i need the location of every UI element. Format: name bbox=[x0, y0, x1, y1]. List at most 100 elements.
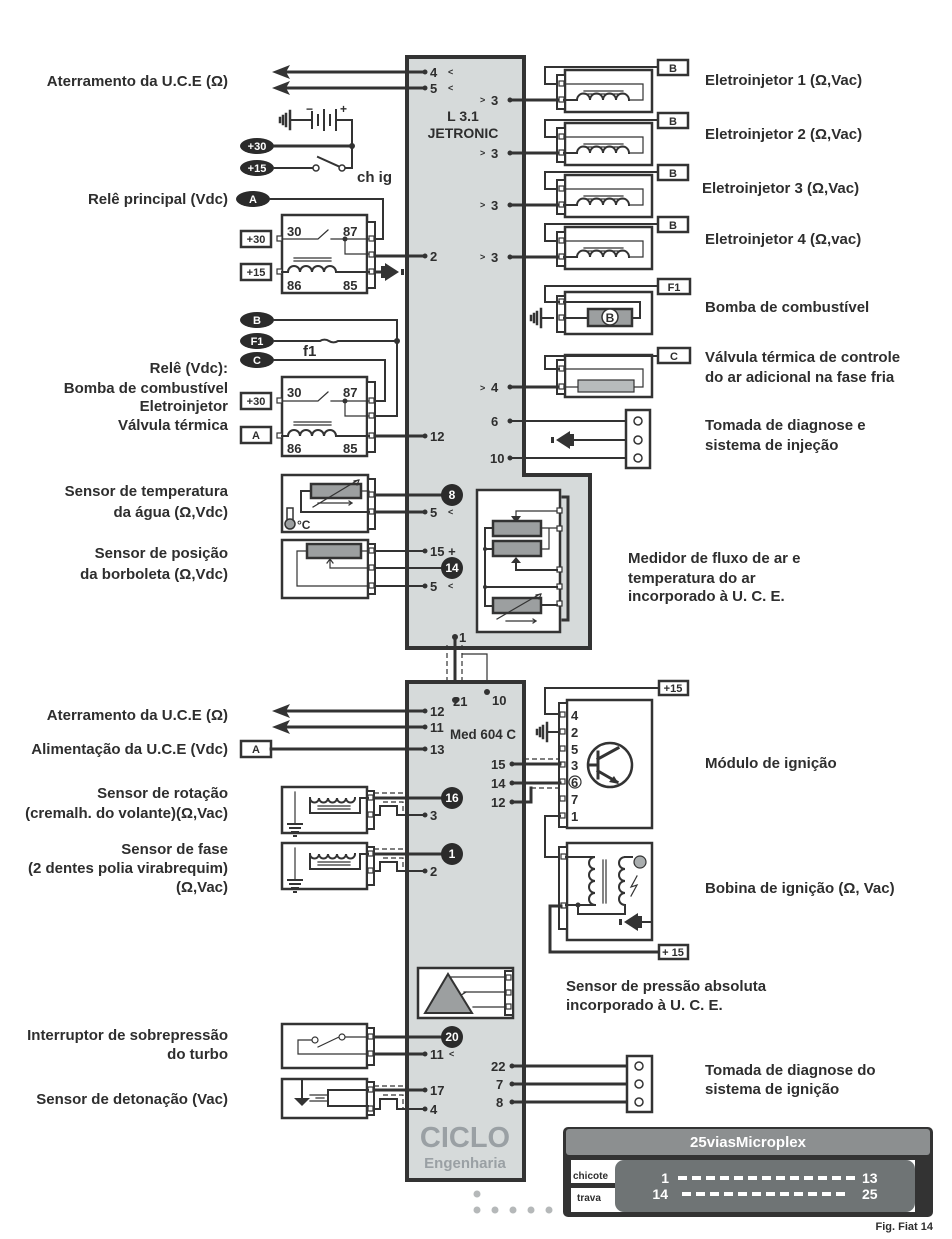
relay-terminal-85: 85 bbox=[343, 441, 357, 456]
label-throttle-1: Sensor de posição bbox=[95, 545, 228, 562]
pin-direction-in: < bbox=[448, 83, 453, 93]
pin-direction-in: < bbox=[448, 507, 453, 517]
pin-ignition-12: 12 bbox=[491, 795, 505, 810]
relay-terminal-86: 86 bbox=[287, 278, 301, 293]
relay-terminal-30: 30 bbox=[287, 224, 301, 239]
label-diag-inj-1: Tomada de diagnose e bbox=[705, 417, 866, 434]
ecu-upper-model-line2: JETRONIC bbox=[428, 125, 499, 141]
microplex-row2-end: 25 bbox=[862, 1186, 878, 1202]
pin-phase-signal: 1 bbox=[449, 847, 456, 861]
ground-icon bbox=[278, 109, 304, 131]
label-turbo-1: Interruptor de sobrepressão bbox=[27, 1027, 228, 1044]
fuse-icon bbox=[273, 338, 398, 344]
pin-throttle-supply: 15 + bbox=[430, 544, 456, 559]
relay-terminal-86: 86 bbox=[287, 441, 301, 456]
turbo-overpressure-switch: 20 11 < bbox=[280, 1022, 463, 1070]
label-rpm-1: Sensor de rotação bbox=[97, 785, 228, 802]
water-temp-unit: °C bbox=[297, 518, 311, 532]
ground-icon bbox=[551, 431, 574, 449]
relay1-plus15: +15 bbox=[247, 267, 266, 279]
ignition-module-pin: 7 bbox=[571, 792, 578, 807]
fuel-pump-symbol: B bbox=[606, 311, 615, 325]
brand-logo-subtext: Engenharia bbox=[424, 1155, 506, 1172]
terminal-plus15-label: +15 bbox=[248, 163, 267, 175]
label-main-relay: Relê principal (Vdc) bbox=[88, 191, 228, 208]
label-diag-inj-2: sistema de injeção bbox=[705, 437, 838, 454]
map-sensor bbox=[416, 966, 515, 1020]
ignition-switch-label: ch ig bbox=[357, 169, 392, 186]
pin-injector-4: 3 bbox=[491, 250, 498, 265]
battery-minus: − bbox=[306, 102, 313, 116]
ecu-upper-ground-wires: 4 < 5 < bbox=[272, 65, 453, 96]
pin-diag-1: 6 bbox=[491, 414, 498, 429]
microplex-row2-start: 14 bbox=[652, 1186, 668, 1202]
ignition-module-pin: 4 bbox=[571, 708, 579, 723]
ignition-module-pin: 2 bbox=[571, 725, 578, 740]
connector-f1-label: F1 bbox=[251, 336, 264, 348]
pin-direction-in: < bbox=[449, 1049, 454, 1059]
main-relay: +30 +15 30 87 86 85 2 bbox=[239, 198, 437, 295]
pin-knock-2: 4 bbox=[430, 1102, 438, 1117]
coil-plus15: + 15 bbox=[662, 947, 684, 959]
ignition-module: +15 4 2 5 3 6 7 1 15 14 12 bbox=[491, 679, 690, 858]
battery-plus: + bbox=[340, 102, 347, 116]
injector-1: B > 3 bbox=[480, 58, 690, 114]
label-water-temp-2: da água (Ω,Vdc) bbox=[113, 504, 228, 521]
relay2-plus30: +30 bbox=[247, 396, 266, 408]
pin-pump-relay: 12 bbox=[430, 429, 444, 444]
microplex-title: 25viasMicroplex bbox=[690, 1134, 807, 1151]
ecu-lower-supply: A 13 bbox=[239, 739, 444, 759]
label-ground-lower: Aterramento da U.C.E (Ω) bbox=[47, 707, 228, 724]
battery-and-ignition-switch: − + +30 +15 ch ig bbox=[240, 102, 392, 186]
pin-turbo-signal: 20 bbox=[445, 1030, 459, 1044]
ignition-module-pin: 1 bbox=[571, 809, 578, 824]
label-relay2-title: Relê (Vdc): bbox=[150, 360, 228, 377]
label-injector-1: Eletroinjetor 1 (Ω,Vac) bbox=[705, 72, 862, 89]
relay2-a: A bbox=[252, 430, 260, 442]
ignition-module-plus15: +15 bbox=[664, 683, 683, 695]
microplex-row1-start: 1 bbox=[661, 1170, 669, 1186]
brand-logo-text: CICLO bbox=[420, 1122, 510, 1154]
injector-3-b: B bbox=[669, 168, 677, 180]
pin-supply: 13 bbox=[430, 742, 444, 757]
pin-phase-ground: 2 bbox=[430, 864, 437, 879]
pin-link-lower-2: 10 bbox=[492, 693, 506, 708]
label-valve-1: Válvula térmica de controle bbox=[705, 349, 900, 366]
pin-lower-ground-1: 12 bbox=[430, 704, 444, 719]
relay-terminal-87: 87 bbox=[343, 385, 357, 400]
terminal-plus30-oval bbox=[240, 138, 274, 154]
pin-direction-in: < bbox=[448, 581, 453, 591]
terminal-plus15-oval bbox=[240, 160, 274, 176]
injector-3: B > 3 bbox=[480, 163, 690, 219]
injector-2: B > 3 bbox=[480, 111, 690, 167]
pin-direction-out: > bbox=[480, 148, 485, 158]
label-injector-3: Eletroinjetor 3 (Ω,Vac) bbox=[702, 180, 859, 197]
label-phase-1: Sensor de fase bbox=[121, 841, 228, 858]
pin-rpm-signal: 16 bbox=[445, 791, 459, 805]
pin-throttle-signal: 14 bbox=[445, 561, 459, 575]
fuse-label: f1 bbox=[303, 343, 316, 360]
ecu-lower-model: Med 604 C bbox=[450, 726, 516, 742]
pin-direction-out: > bbox=[480, 383, 485, 393]
pin-ignition-14: 14 bbox=[491, 776, 506, 791]
label-ground-upper: Aterramento da U.C.E (Ω) bbox=[47, 73, 228, 90]
pump-motor-icon bbox=[601, 308, 619, 326]
label-fuel-pump: Bomba de combustível bbox=[705, 299, 869, 316]
ecu-lower-body bbox=[405, 680, 526, 1182]
label-ignition-coil: Bobina de ignição (Ω, Vac) bbox=[705, 880, 895, 897]
pin-link-upper: 1 bbox=[459, 630, 466, 645]
thermal-air-valve: C > 4 bbox=[480, 346, 692, 399]
injector-4-b: B bbox=[669, 220, 677, 232]
injection-diagnosis-socket: 6 10 bbox=[490, 408, 652, 470]
ecu-upper-model-line1: L 3.1 bbox=[447, 108, 479, 124]
pin-injector-3: 3 bbox=[491, 198, 498, 213]
pin-injector-1: 3 bbox=[491, 93, 498, 108]
connector-a-oval bbox=[236, 191, 270, 207]
knock-sensor: 17 4 bbox=[280, 1077, 444, 1120]
label-maf-1: Medidor de fluxo de ar e bbox=[628, 550, 801, 567]
pin-knock-1: 17 bbox=[430, 1083, 444, 1098]
pin-water-temp-ground: 5 bbox=[430, 505, 437, 520]
label-relay2-pump: Bomba de combustível bbox=[64, 380, 228, 397]
label-phase-2: (2 dentes polia virabrequim) bbox=[28, 860, 228, 877]
